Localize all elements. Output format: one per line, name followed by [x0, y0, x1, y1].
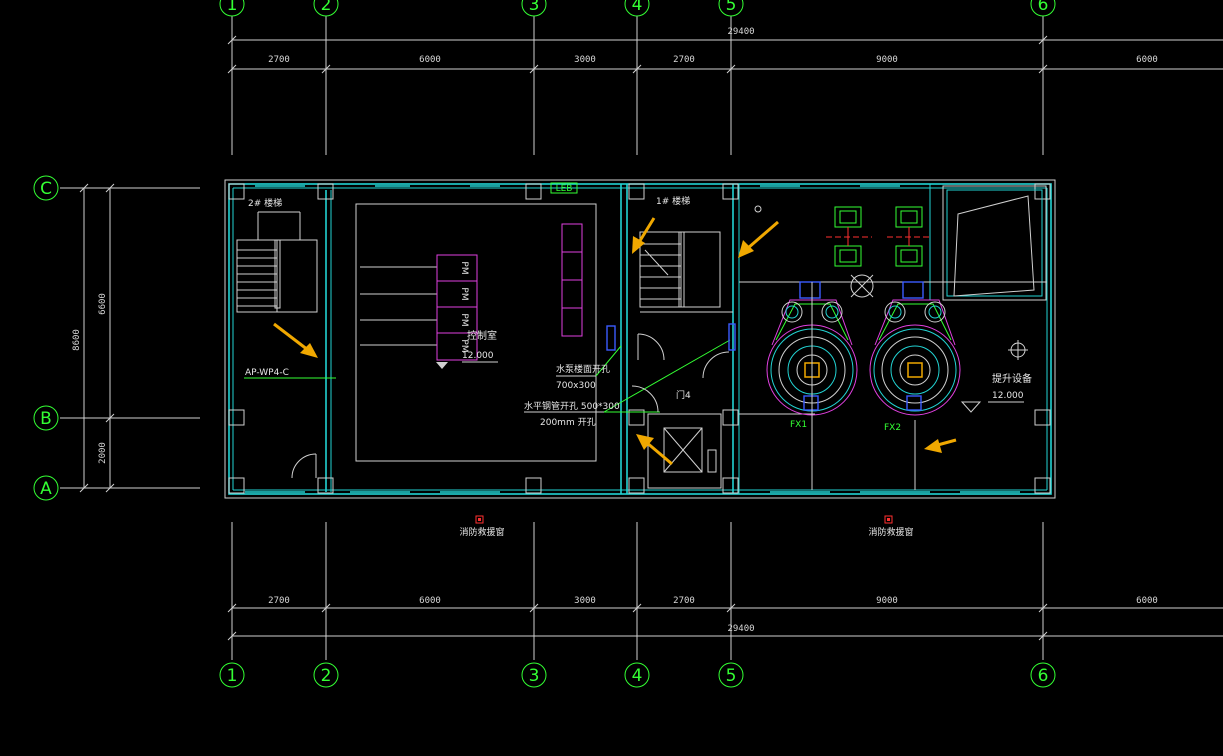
bottom-dim-4: 2700 [673, 596, 695, 606]
axis-bubble-bottom-4 [624, 662, 650, 688]
fx2-label: FX2 [884, 423, 901, 433]
stair-2-label: 2# 楼梯 [248, 197, 282, 209]
grid-lines [60, 16, 1044, 660]
top-dim-3: 3000 [574, 55, 596, 65]
axis-bubble-C [33, 175, 59, 201]
bottom-dim-5: 9000 [876, 596, 898, 606]
arrow-equipment-top [738, 220, 779, 258]
bottom-dim-1: 2700 [268, 596, 290, 606]
elevator-label: 门4 [676, 389, 691, 401]
axis-bubble-top-6 [1030, 0, 1056, 17]
rescue-window-1-label: 消防救援窗 [459, 526, 504, 538]
top-dim-6: 6000 [1136, 55, 1158, 65]
control-room-label: 控制室 [467, 329, 497, 342]
left-dim-upper: 6600 [98, 293, 108, 315]
stair-1-label: 1# 楼梯 [656, 195, 690, 207]
axis-label-top-3: 3 [529, 0, 540, 15]
axis-bubble-bottom-3 [521, 662, 547, 688]
arrow-stair-1 [632, 217, 656, 254]
axis-bubble-B [33, 405, 59, 431]
building-walls [224, 179, 1056, 499]
arrow-fx2 [924, 438, 957, 453]
rescue-window-2-label: 消防救援窗 [868, 526, 913, 538]
axis-bubble-top-3 [521, 0, 547, 17]
axis-label-bottom-2: 2 [321, 666, 332, 686]
top-dim-4: 2700 [673, 55, 695, 65]
axis-bubble-A [33, 475, 59, 501]
left-dimension-chains [79, 183, 115, 493]
axis-bubble-top-4 [624, 0, 650, 17]
lift-equipment-level: 12.000 [992, 391, 1024, 401]
axis-bubble-top-5 [718, 0, 744, 17]
axis-bubble-top-1 [219, 0, 245, 17]
axis-bubble-top-2 [313, 0, 339, 17]
top-total-dimension: 29400 [727, 27, 754, 37]
highlight-arrows [273, 217, 957, 466]
hole-2-title: 水平钢管开孔 500*300 [524, 400, 620, 412]
axis-bubble-bottom-5 [718, 662, 744, 688]
hole-annotations [524, 323, 736, 413]
axis-label-top-2: 2 [321, 0, 332, 15]
axis-bubble-bottom-6 [1030, 662, 1056, 688]
axis-bubble-bottom-1 [219, 662, 245, 688]
lift-equipment-label: 提升设备 [992, 372, 1032, 385]
axis-label-A: A [40, 479, 52, 499]
cabinet-label-4: PM [459, 339, 469, 352]
axis-label-C: C [40, 179, 52, 199]
axis-label-top-4: 4 [632, 0, 643, 15]
elevator-shaft [647, 413, 722, 489]
arrow-stair-2 [273, 322, 318, 358]
stair-2 [236, 211, 318, 479]
arrow-elevator [636, 434, 673, 466]
cabinet-label-3: PM [459, 313, 469, 326]
tank-fx2 [869, 281, 961, 416]
axis-label-B: B [40, 409, 52, 429]
axis-bubble-bottom-2 [313, 662, 339, 688]
left-total-dimension: 8600 [72, 329, 82, 351]
fx1-label: FX1 [790, 420, 807, 430]
bottom-dim-6: 6000 [1136, 596, 1158, 606]
left-dim-lower: 2000 [98, 442, 108, 464]
axis-label-top-1: 1 [227, 0, 238, 15]
hole-2-size: 200mm 开孔 [540, 417, 596, 428]
control-room-level: 12.000 [462, 351, 494, 361]
axis-label-top-6: 6 [1038, 0, 1049, 15]
top-dimension-chains [227, 35, 1223, 74]
axis-label-bottom-6: 6 [1038, 666, 1049, 686]
top-dim-5: 9000 [876, 55, 898, 65]
equipment-room [739, 185, 1047, 490]
axis-label-bottom-4: 4 [632, 666, 643, 686]
stair-1 [631, 231, 733, 413]
hole-1-title: 水泵楼面开孔 [556, 363, 610, 375]
leb-box [550, 182, 578, 194]
leb-label: LEB [556, 184, 573, 194]
tank-fx1 [766, 281, 858, 420]
cabinet-label-2: PM [459, 287, 469, 300]
top-dim-2: 6000 [419, 55, 441, 65]
axis-label-bottom-1: 1 [227, 666, 238, 686]
bottom-dim-3: 3000 [574, 596, 596, 606]
hole-1-size: 700x300 [556, 381, 596, 391]
rescue-window-markers [475, 515, 893, 524]
axis-bubbles [33, 0, 1056, 688]
cabinet-label-1: PM [459, 261, 469, 274]
control-room [355, 182, 597, 462]
panel-label: AP-WP4-C [245, 368, 289, 378]
axis-label-bottom-5: 5 [726, 666, 737, 686]
axis-label-top-5: 5 [726, 0, 737, 15]
top-dim-1: 2700 [268, 55, 290, 65]
bottom-dimension-chains [227, 603, 1223, 641]
bottom-total-dimension: 29400 [727, 624, 754, 634]
axis-label-bottom-3: 3 [529, 666, 540, 686]
bottom-dim-2: 6000 [419, 596, 441, 606]
